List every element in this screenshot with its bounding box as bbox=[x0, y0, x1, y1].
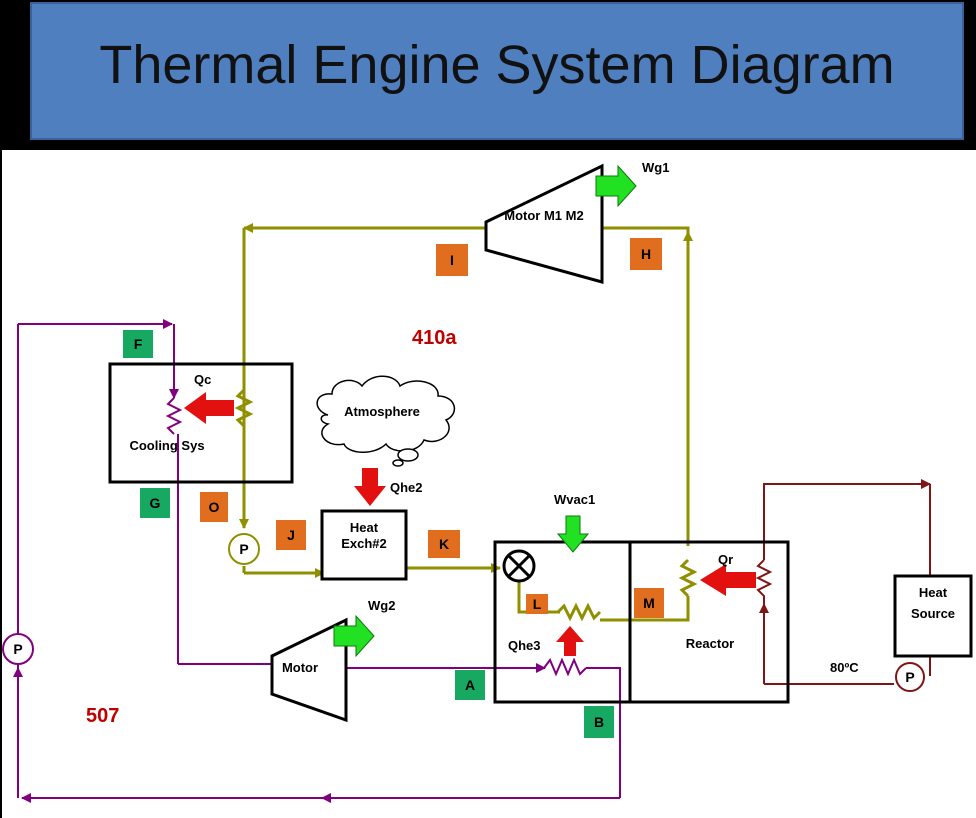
pump-label: P bbox=[13, 641, 22, 657]
point-l-label: L bbox=[533, 596, 542, 612]
loop-507 bbox=[13, 319, 621, 803]
point-j-label: J bbox=[287, 527, 295, 543]
motor-bottom-label: Motor bbox=[282, 660, 318, 675]
qhe3-heat-arrow bbox=[556, 626, 584, 656]
wg1-work-arrow bbox=[595, 164, 637, 208]
reactor-coil-heat bbox=[755, 559, 773, 604]
cooling-coil-507 bbox=[165, 397, 183, 435]
pump-maroon: P bbox=[895, 662, 925, 692]
pump-label: P bbox=[905, 669, 914, 685]
qr-label: Qr bbox=[718, 552, 733, 567]
flow-line-hs-top bbox=[763, 483, 928, 560]
heat-exch-label-2: Exch#2 bbox=[341, 536, 387, 551]
point-i-label: I bbox=[450, 252, 454, 268]
point-a-marker bbox=[455, 670, 485, 700]
wvac1-work-arrow bbox=[556, 515, 590, 553]
point-g-label: G bbox=[150, 495, 161, 511]
heat-source-label-1: Heat bbox=[919, 585, 948, 600]
qhe2-label: Qhe2 bbox=[390, 480, 423, 495]
point-j-marker bbox=[276, 520, 306, 550]
qr-heat-arrow bbox=[700, 564, 756, 596]
point-i-marker bbox=[436, 244, 468, 276]
expansion-valve-icon bbox=[502, 549, 536, 583]
point-g-marker bbox=[140, 488, 170, 518]
cooling-coil-410a bbox=[234, 388, 254, 428]
point-a-label: A bbox=[465, 677, 475, 693]
refrigerant-410a-label: 410a bbox=[412, 327, 457, 349]
reactor-coil-410a bbox=[678, 558, 698, 598]
qhe2-heat-arrow bbox=[354, 468, 386, 506]
point-k-marker bbox=[428, 530, 460, 558]
wg2-work-arrow bbox=[333, 614, 375, 658]
loop-410a bbox=[234, 223, 698, 622]
point-m-label: M bbox=[643, 595, 655, 611]
heat-source-box bbox=[893, 574, 973, 658]
flow-line-b bbox=[586, 667, 621, 798]
loop-heat-source bbox=[755, 479, 931, 685]
heat-exch-box bbox=[320, 509, 408, 581]
pump-label: P bbox=[239, 541, 248, 557]
point-markers bbox=[123, 238, 664, 738]
heat-exch-label-1: Heat bbox=[350, 520, 379, 535]
flow-line-h bbox=[600, 226, 690, 546]
pump-purple: P bbox=[2, 633, 34, 665]
atmosphere-cloud-icon bbox=[316, 375, 456, 467]
wvac1-label: Wvac1 bbox=[554, 492, 595, 507]
wg1-label: Wg1 bbox=[642, 160, 669, 175]
point-f-marker bbox=[123, 330, 153, 358]
wg2-label: Wg2 bbox=[368, 598, 395, 613]
point-b-marker bbox=[584, 706, 614, 738]
refrigerant-507-label: 507 bbox=[86, 705, 119, 727]
motor-m1-m2 bbox=[484, 163, 604, 284]
point-k-label: K bbox=[439, 536, 449, 552]
qhe3-label: Qhe3 bbox=[508, 638, 541, 653]
point-h-label: H bbox=[641, 246, 651, 262]
cooling-sys-box bbox=[108, 362, 294, 484]
atmosphere-label: Atmosphere bbox=[344, 404, 420, 419]
temperature-label: 80ºC bbox=[830, 660, 859, 675]
motor-m1-m2-label: Motor M1 M2 bbox=[504, 208, 583, 223]
l-coil bbox=[556, 602, 602, 622]
pump-olive: P bbox=[228, 533, 260, 565]
heat-source-label-2: Source bbox=[911, 606, 955, 621]
qc-label: Qc bbox=[194, 372, 211, 387]
reactor-box bbox=[628, 540, 790, 704]
point-f-label: F bbox=[134, 336, 143, 352]
point-h-marker bbox=[630, 238, 662, 270]
point-m-marker bbox=[634, 588, 664, 618]
point-b-label: B bbox=[594, 714, 604, 730]
title-banner: Thermal Engine System Diagram bbox=[30, 2, 964, 140]
page-title: Thermal Engine System Diagram bbox=[99, 35, 895, 95]
motor-bottom bbox=[270, 617, 348, 723]
qc-heat-arrow bbox=[184, 392, 234, 424]
cooling-sys-label: Cooling Sys bbox=[129, 438, 204, 453]
qhe3-coil bbox=[543, 657, 587, 677]
point-l-marker bbox=[526, 594, 548, 614]
point-o-label: O bbox=[209, 499, 220, 515]
point-o-marker bbox=[200, 492, 228, 522]
reactor-label: Reactor bbox=[686, 636, 734, 651]
